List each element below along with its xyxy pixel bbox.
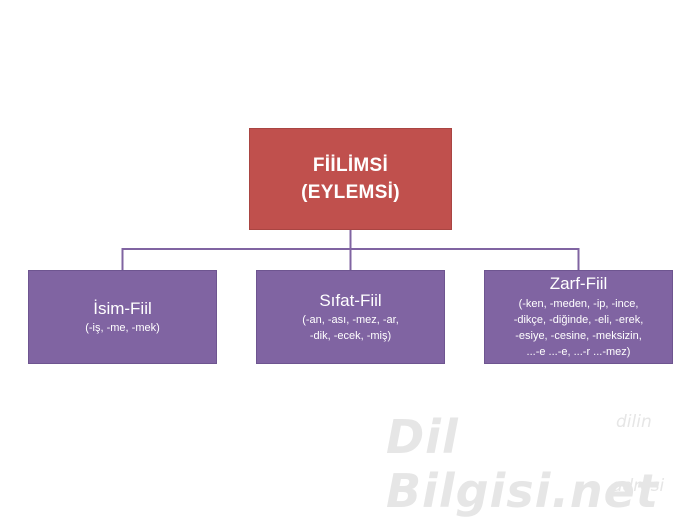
child-suffix-line: -esiye, -cesine, -meksizin, [515, 330, 642, 342]
child-title: İsim-Fiil [93, 299, 152, 318]
root-node-box: FİİLİMSİ (EYLEMSİ) [249, 128, 452, 230]
child-suffix-line: (-iş, -me, -mek) [85, 322, 160, 334]
connector-lines [121, 230, 580, 270]
root-subtitle: (EYLEMSİ) [301, 182, 400, 203]
watermark-logo-top: dilin [616, 412, 652, 432]
child-node-sifat-fiil: Sıfat-Fiil (-an, -ası, -mez, -ar, -dik, … [256, 270, 445, 364]
child-title: Sıfat-Fiil [319, 291, 382, 310]
child-suffix-line: ...-e ...-e, ...-r ...-mez) [526, 346, 631, 358]
child-suffix-line: -dik, -ecek, -miş) [309, 330, 392, 342]
child-title: Zarf-Fiil [549, 274, 608, 293]
child-suffix-line: -dikçe, -diğinde, -eli, -erek, [513, 314, 644, 326]
child-suffix-line: (-ken, -meden, -ip, -ince, [518, 298, 639, 310]
child-suffix-line: (-an, -ası, -mez, -ar, [302, 314, 399, 326]
child-node-isim-fiil: İsim-Fiil (-iş, -me, -mek) [28, 270, 217, 364]
child-node-zarf-fiil: Zarf-Fiil (-ken, -meden, -ip, -ince, -di… [484, 270, 673, 364]
root-title: FİİLİMSİ [312, 155, 389, 176]
watermark-logo-text: Dil Bilgisi.net [386, 410, 659, 518]
watermark-logo-bottom: adresi [612, 476, 665, 496]
